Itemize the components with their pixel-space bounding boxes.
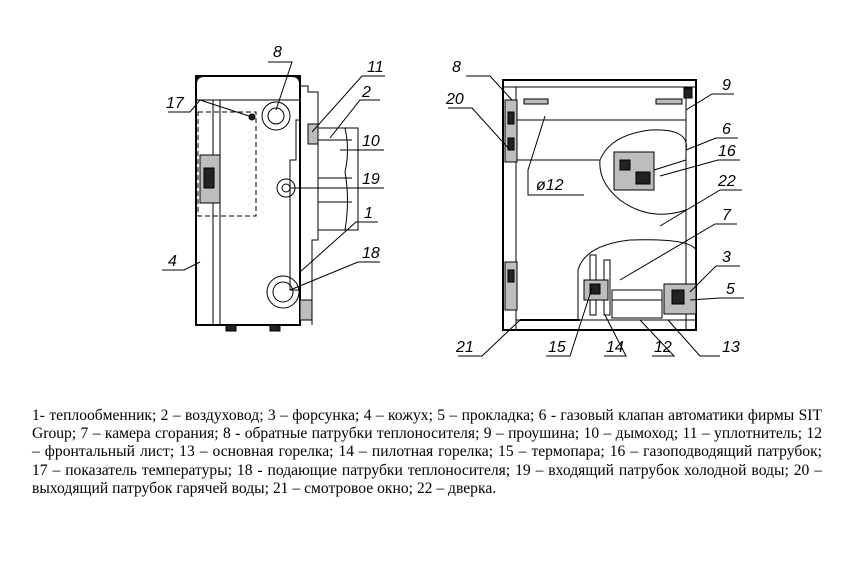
callout-right-6: 6 [722,121,731,138]
leader-lines [162,61,744,357]
callout-right-7: 7 [722,207,732,224]
legend-text: 1- теплообменник; 2 – воздуховод; 3 – фо… [32,407,822,497]
callout-right-20: 20 [445,91,464,108]
callout-right-16: 16 [718,143,736,160]
boiler-drawing: 8 17 11 2 10 19 1 4 18 8 20 9 6 16 22 7 … [162,44,744,357]
callout-right-14: 14 [606,339,624,356]
callout-left-8: 8 [273,44,282,61]
callout-right-12: 12 [654,339,672,356]
callout-right-8: 8 [452,59,461,76]
callout-left-10: 10 [362,133,380,150]
callout-left-2: 2 [361,84,371,101]
callout-left-11: 11 [367,59,384,76]
callout-right-22: 22 [717,173,736,190]
callout-left-1: 1 [364,205,373,222]
front-view [502,79,697,331]
callout-right-21: 21 [455,339,474,356]
callout-left-19: 19 [362,171,380,188]
callout-right-9: 9 [722,77,731,94]
callout-left-18: 18 [362,245,380,262]
callout-right-15: 15 [548,339,566,356]
side-view [195,75,359,332]
callout-right-13: 13 [722,339,740,356]
callout-left-17: 17 [166,95,185,112]
callout-right-5: 5 [726,281,735,298]
callout-right-3: 3 [722,249,731,266]
callout-labels: 8 17 11 2 10 19 1 4 18 8 20 9 6 16 22 7 … [166,44,740,356]
callout-left-4: 4 [168,253,177,270]
diameter-label: ø12 [536,177,564,194]
